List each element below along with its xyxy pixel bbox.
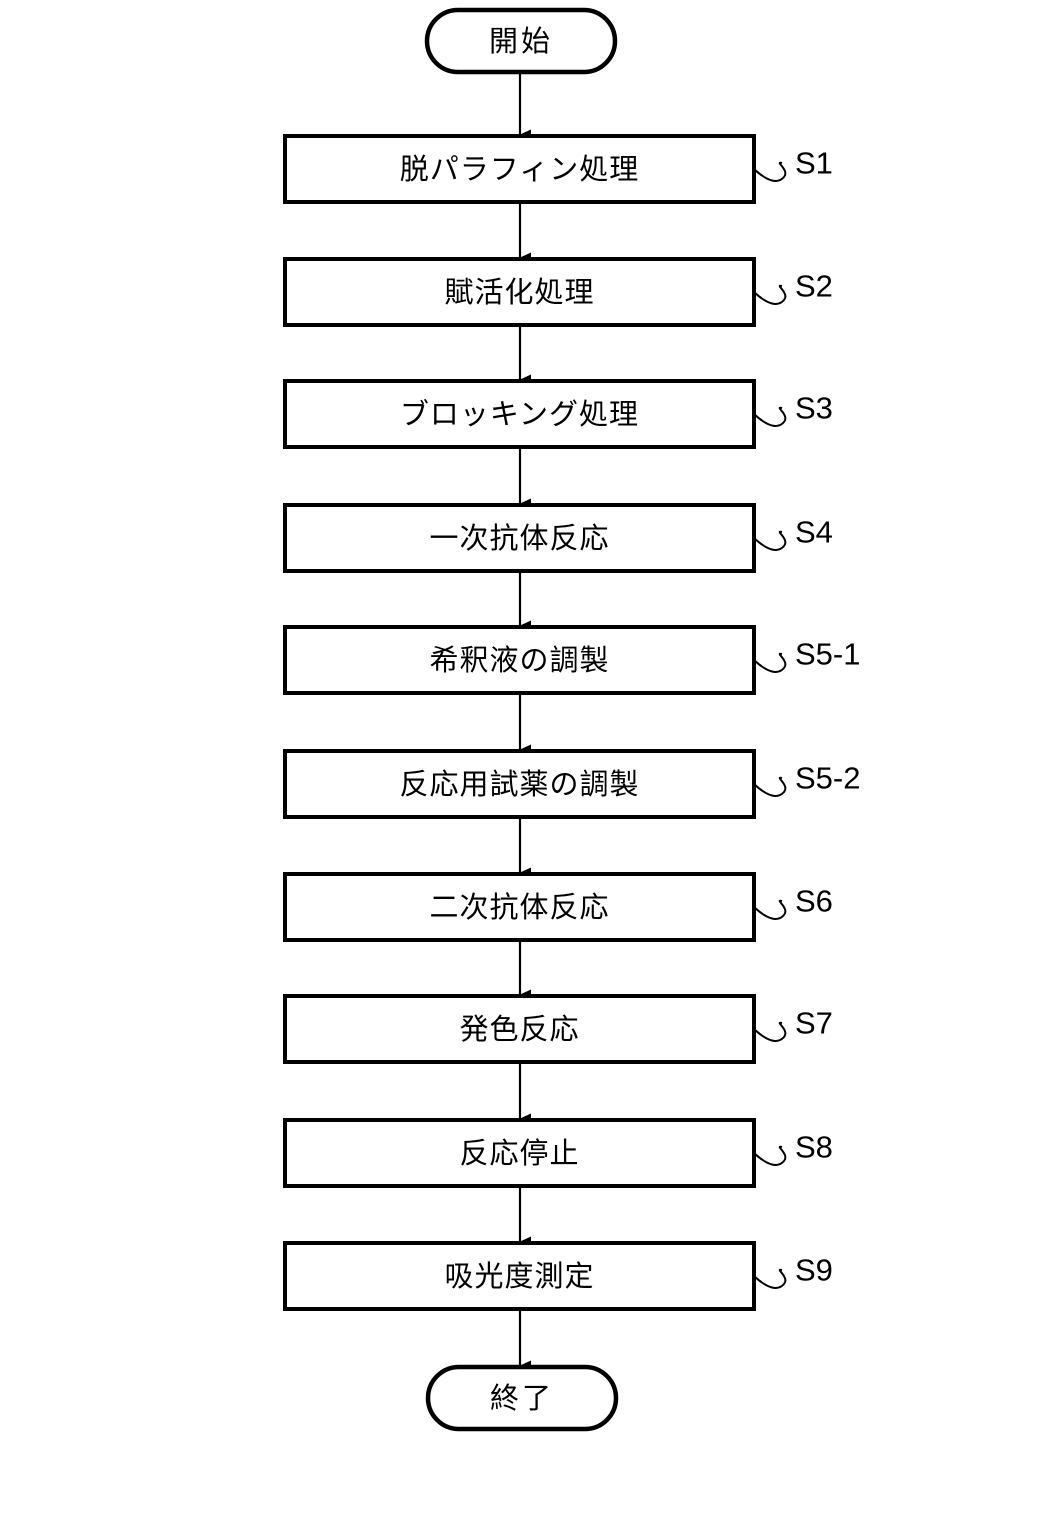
leader-line-s4 xyxy=(753,530,787,551)
step-id-s5-2: S5-2 xyxy=(795,761,860,796)
process-node-s6: 二次抗体反応 xyxy=(283,872,756,942)
step-id-s3: S3 xyxy=(795,391,833,426)
end-node: 終了 xyxy=(425,1364,619,1432)
process-box-s2 xyxy=(283,257,756,327)
process-node-s1: 脱パラフィン処理 xyxy=(283,134,756,204)
process-label-s1: 脱パラフィン処理 xyxy=(400,153,639,186)
process-box-s3 xyxy=(283,379,756,449)
process-label-s8: 反応停止 xyxy=(459,1137,579,1170)
process-label-s6: 二次抗体反応 xyxy=(429,891,609,924)
process-node-s3: ブロッキング処理 xyxy=(283,379,756,449)
leader-line-s6 xyxy=(753,899,787,920)
process-box-s8 xyxy=(283,1118,756,1188)
process-node-s2: 賦活化処理 xyxy=(283,257,756,327)
process-node-s5-1: 希釈液の調製 xyxy=(283,625,756,695)
end-node-label: 終了 xyxy=(490,1382,554,1415)
process-label-s7: 発色反応 xyxy=(459,1013,579,1046)
process-label-s2: 賦活化処理 xyxy=(444,276,594,309)
process-node-s7: 発色反応 xyxy=(283,994,756,1064)
leader-line-s1 xyxy=(753,161,787,182)
process-box-s9 xyxy=(283,1241,756,1311)
process-box-s6 xyxy=(283,872,756,942)
process-label-s5-1: 希釈液の調製 xyxy=(429,644,609,677)
leader-line-s3 xyxy=(753,406,787,427)
start-node-shape xyxy=(424,7,618,75)
start-node-label: 開始 xyxy=(489,25,553,58)
process-box-s4 xyxy=(283,503,756,573)
process-node-s5-2: 反応用試薬の調製 xyxy=(283,749,756,819)
process-label-s5-2: 反応用試薬の調製 xyxy=(399,768,639,801)
process-label-s4: 一次抗体反応 xyxy=(429,522,609,555)
leader-line-s7 xyxy=(753,1021,787,1042)
process-box-s5-1 xyxy=(283,625,756,695)
step-id-s4: S4 xyxy=(795,515,833,550)
leader-line-s5-1 xyxy=(753,652,787,673)
end-node-shape xyxy=(425,1364,619,1432)
process-node-s8: 反応停止 xyxy=(283,1118,756,1188)
process-node-s4: 一次抗体反応 xyxy=(283,503,756,573)
process-label-s3: ブロッキング処理 xyxy=(400,398,639,431)
leader-line-s9 xyxy=(753,1268,787,1289)
start-node: 開始 xyxy=(424,7,618,75)
leader-line-s2 xyxy=(753,284,787,305)
leader-line-s5-2 xyxy=(753,776,787,797)
step-id-s2: S2 xyxy=(795,269,833,304)
process-node-s9: 吸光度測定 xyxy=(283,1241,756,1311)
process-box-s1 xyxy=(283,134,756,204)
step-id-s5-1: S5-1 xyxy=(795,637,860,672)
step-id-s6: S6 xyxy=(795,884,833,919)
step-id-s1: S1 xyxy=(795,146,833,181)
process-label-s9: 吸光度測定 xyxy=(444,1260,594,1293)
step-id-s9: S9 xyxy=(795,1253,833,1288)
step-id-s8: S8 xyxy=(795,1130,833,1165)
leader-line-s8 xyxy=(753,1145,787,1166)
step-id-s7: S7 xyxy=(795,1006,833,1041)
